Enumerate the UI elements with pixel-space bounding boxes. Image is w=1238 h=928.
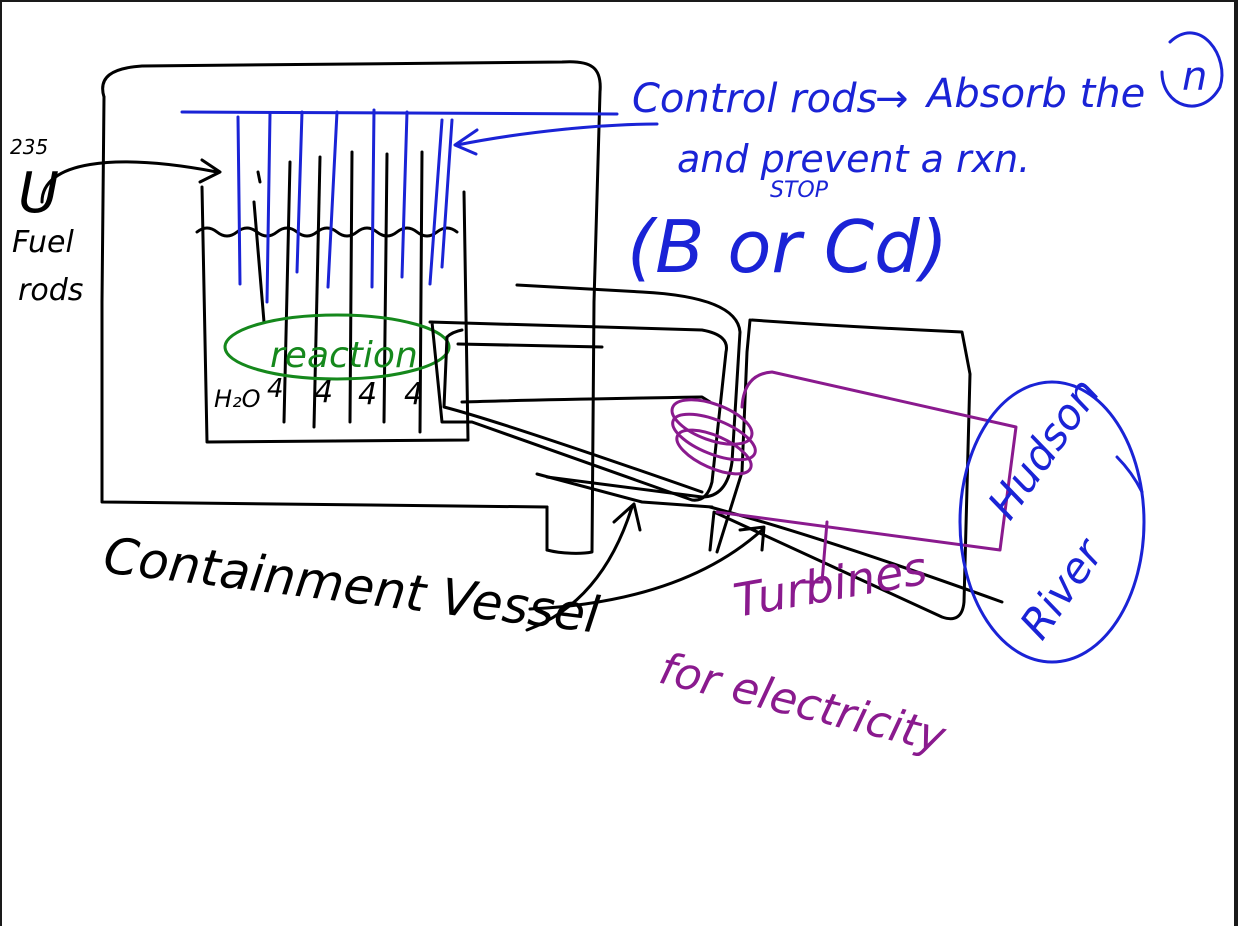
containment-arrow-2 (528, 525, 766, 611)
svg-text:4: 4 (404, 377, 423, 412)
containment-arrow-1 (525, 502, 642, 632)
turbines-label: Turbines (730, 541, 931, 628)
boron-cadmium-label: (B or Cd) (627, 205, 948, 289)
stop-label: STOP (770, 178, 829, 203)
steam-pipe-loop-1 (428, 320, 728, 502)
neutron-marks: 4 4 4 4 (267, 374, 423, 412)
svg-text:4: 4 (314, 375, 333, 410)
return-pipe (535, 472, 714, 509)
fuel-label-arrow (40, 158, 222, 204)
svg-text:4: 4 (358, 377, 377, 412)
river-circle (958, 380, 1146, 664)
fuel-rods-label-line1: Fuel (12, 225, 75, 260)
fuel-isotope-superscript: 235 (10, 135, 48, 159)
control-rods-label: Control rods (632, 76, 877, 122)
svg-text:4: 4 (267, 374, 284, 404)
reaction-ellipse (223, 313, 451, 381)
turbine-coil (670, 398, 757, 476)
prevent-reaction-label: and prevent a rxn. (677, 137, 1030, 181)
control-rods-arrow-symbol: → (875, 76, 909, 122)
steam-pipe-loop-2 (442, 328, 704, 494)
neutron-circle (1160, 31, 1224, 108)
water-level-line (195, 226, 459, 238)
steam-pipe-inner (456, 342, 712, 404)
neutron-symbol: n (1182, 54, 1207, 100)
water-label: H₂O (214, 385, 261, 413)
fuel-element-symbol: U (18, 161, 59, 226)
for-electricity-label: for electricity (654, 643, 951, 763)
steam-pipe-outer (515, 283, 742, 499)
control-rods-arrow (453, 122, 659, 156)
river-label: River (1010, 528, 1114, 647)
fuel-rods-label-line2: rods (18, 273, 83, 308)
absorb-label: Absorb the (924, 71, 1145, 117)
river-circle-tail (1115, 455, 1144, 494)
containment-vessel-outline (101, 60, 602, 555)
control-rods (180, 108, 619, 304)
cooling-loop (715, 370, 1018, 552)
turbine-pointer (798, 520, 829, 584)
reactor-core-box (200, 185, 470, 444)
reaction-label: reaction (270, 335, 418, 376)
hudson-label: Hudson (978, 369, 1109, 527)
containment-vessel-label: Containment Vessel (101, 526, 603, 644)
containment-vessel-left-wall (100, 95, 549, 509)
